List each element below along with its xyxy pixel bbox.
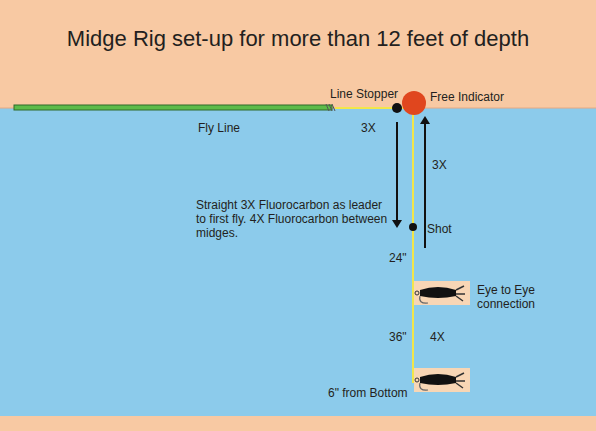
line-size: 3X: [361, 121, 376, 135]
line-size: 3X: [432, 158, 447, 172]
line-size: 4X: [430, 330, 445, 344]
split-shot: [409, 223, 417, 231]
callout-label: Shot: [427, 222, 452, 236]
free-indicator: [402, 91, 426, 115]
rise-arrow: [424, 120, 426, 248]
line-stopper: [392, 103, 402, 113]
fly-line: [14, 105, 332, 110]
leader-vertical: [412, 108, 414, 383]
dimension: 24": [389, 251, 407, 265]
note-text: Straight 3X Fluorocarbon as leader to fi…: [196, 198, 392, 240]
callout-label: Eye to Eye connection: [477, 283, 589, 311]
water: [0, 108, 596, 416]
midge-fly: [414, 368, 470, 392]
callout-label: Fly Line: [198, 121, 240, 135]
diagram-title: Midge Rig set-up for more than 12 feet o…: [0, 26, 596, 52]
dimension: 6" from Bottom: [328, 386, 408, 400]
midge-fly: [414, 281, 470, 305]
line-knot: [326, 104, 335, 111]
callout-label: Line Stopper: [330, 87, 398, 101]
dimension: 36": [389, 330, 407, 344]
sink-arrow: [396, 122, 398, 224]
callout-label: Free Indicator: [430, 90, 504, 104]
